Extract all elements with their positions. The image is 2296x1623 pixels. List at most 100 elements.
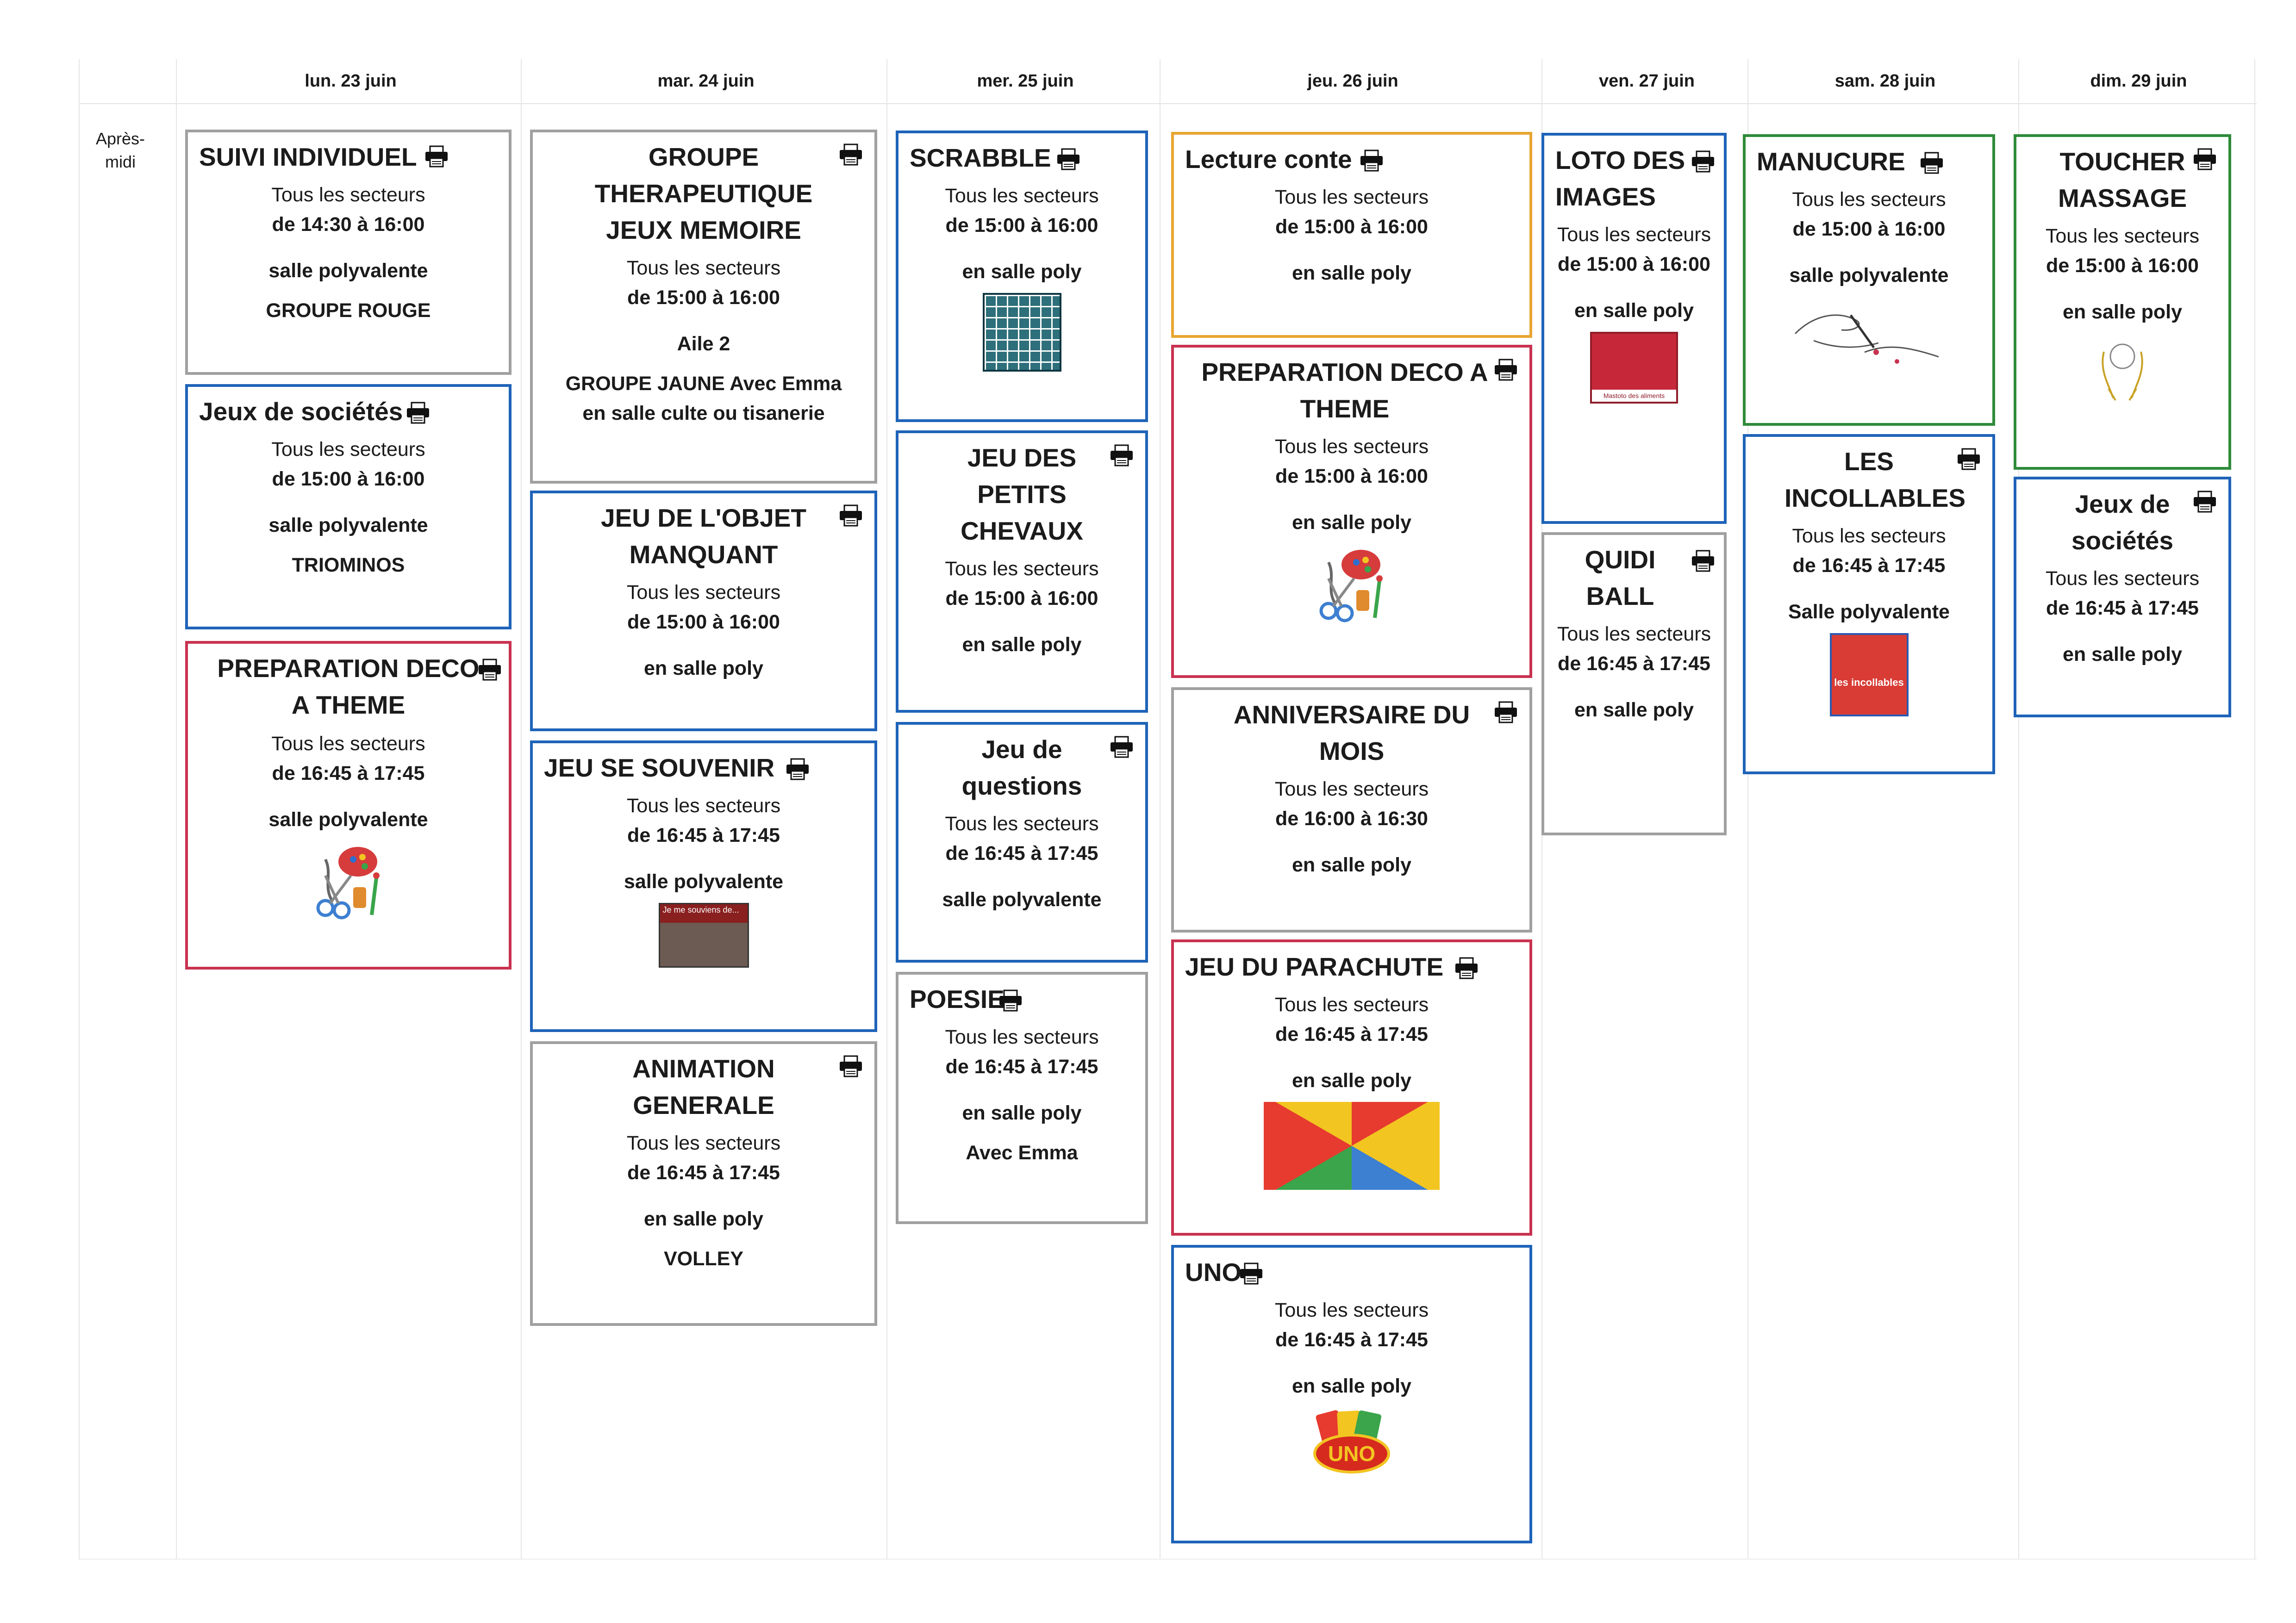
activity-card-loto-des-images[interactable]: LOTO DES IMAGES Tous les secteurs de 15:…: [1541, 133, 1727, 524]
card-time: de 15:00 à 16:00: [1275, 465, 1428, 487]
card-time: de 14:30 à 16:00: [272, 213, 425, 236]
crafts-clipart-icon: [307, 841, 390, 924]
card-title: JEU DU PARACHUTE: [1185, 952, 1444, 981]
card-time: de 16:45 à 17:45: [627, 1162, 780, 1184]
printer-icon[interactable]: [1919, 152, 1944, 174]
printer-icon[interactable]: [1359, 149, 1384, 172]
card-sectors: Tous les secteurs: [1792, 188, 1946, 211]
card-room: en salle poly: [962, 634, 1082, 656]
period-label: Après-midi: [95, 129, 145, 171]
printer-icon[interactable]: [406, 402, 430, 424]
activity-card-jeu-du-parachute[interactable]: JEU DU PARACHUTE Tous les secteurs de 16…: [1171, 939, 1532, 1236]
printer-icon[interactable]: [1956, 448, 1981, 470]
activity-card-suivi-individuel[interactable]: SUIVI INDIVIDUEL Tous les secteurs de 14…: [185, 130, 512, 375]
printer-icon[interactable]: [424, 145, 449, 168]
activity-card-manucure[interactable]: MANUCURE Tous les secteurs de 15:00 à 16…: [1743, 134, 1995, 426]
activity-card-uno[interactable]: UNO Tous les secteurs de 16:45 à 17:45 e…: [1171, 1245, 1532, 1543]
card-time: de 15:00 à 16:00: [1558, 253, 1710, 275]
activity-card-poesie[interactable]: POESIE Tous les secteurs de 16:45 à 17:4…: [896, 972, 1148, 1224]
printer-icon[interactable]: [477, 659, 502, 681]
activity-card-lecture-conte[interactable]: Lecture conte Tous les secteurs de 15:00…: [1171, 132, 1532, 338]
card-title: UNO: [1185, 1258, 1242, 1287]
grid-divider: [1747, 59, 1748, 1559]
card-sectors: Tous les secteurs: [2045, 225, 2200, 247]
card-sectors: Tous les secteurs: [1274, 778, 1429, 800]
card-time: de 15:00 à 16:00: [627, 286, 780, 309]
printer-icon[interactable]: [1691, 550, 1716, 572]
card-sectors: Tous les secteurs: [1792, 525, 1946, 547]
card-time: de 15:00 à 16:00: [1275, 216, 1428, 238]
scrabble-board-image: [982, 293, 1061, 372]
box-label: les incollables: [1834, 677, 1904, 688]
card-title: ANNIVERSAIRE DU MOIS: [1233, 700, 1470, 765]
grid-divider: [886, 59, 887, 1559]
activity-card-jeux-de-societes[interactable]: Jeux de sociétés Tous les secteurs de 15…: [185, 384, 512, 629]
printer-icon[interactable]: [1109, 736, 1134, 758]
grid-divider: [2254, 59, 2255, 1559]
activity-card-jeu-se-souvenir[interactable]: JEU SE SOUVENIR Tous les secteurs de 16:…: [530, 740, 877, 1032]
card-time: de 16:45 à 17:45: [945, 842, 1098, 864]
activity-card-preparation-deco-thu[interactable]: PREPARATION DECO A THEME Tous les secteu…: [1171, 345, 1532, 678]
card-time: de 16:45 à 17:45: [945, 1056, 1098, 1078]
grid-divider: [2018, 59, 2019, 1559]
activity-card-jeux-de-societes-sun[interactable]: Jeux de sociétés Tous les secteurs de 16…: [2014, 477, 2231, 717]
incollables-box-image: les incollables: [1829, 633, 1909, 716]
day-header-wed: mer. 25 juin: [977, 71, 1074, 91]
grid-divider: [79, 59, 80, 1559]
massage-hands-drawing-icon: [2102, 343, 2143, 401]
card-group: GROUPE ROUGE: [266, 299, 431, 322]
card-time: de 16:45 à 17:45: [1275, 1023, 1428, 1045]
card-title: JEU DE L'OBJET MANQUANT: [600, 504, 806, 569]
printer-icon[interactable]: [1454, 957, 1479, 979]
activity-card-animation-generale[interactable]: ANIMATION GENERALE Tous les secteurs de …: [530, 1041, 877, 1326]
activity-card-toucher-massage[interactable]: TOUCHER MASSAGE Tous les secteurs de 15:…: [2014, 134, 2231, 470]
card-room: en salle poly: [1574, 299, 1694, 322]
activity-card-anniversaire[interactable]: ANNIVERSAIRE DU MOIS Tous les secteurs d…: [1171, 687, 1532, 933]
activity-card-scrabble[interactable]: SCRABBLE Tous les secteurs de 15:00 à 16…: [896, 131, 1148, 422]
printer-icon[interactable]: [1691, 150, 1716, 173]
card-room: en salle poly: [1292, 262, 1412, 284]
card-time: de 15:00 à 16:00: [1792, 218, 1946, 240]
card-sectors: Tous les secteurs: [945, 558, 1099, 580]
printer-icon[interactable]: [1056, 148, 1081, 170]
printer-icon[interactable]: [998, 989, 1023, 1012]
activity-card-groupe-therapeutique[interactable]: GROUPE THERAPEUTIQUE JEUX MEMOIRE Tous l…: [530, 130, 877, 484]
printer-icon[interactable]: [838, 143, 863, 166]
card-time: de 15:00 à 16:00: [627, 611, 780, 633]
card-time: de 15:00 à 16:00: [2046, 255, 2199, 277]
card-sectors: Tous les secteurs: [626, 257, 781, 279]
printer-icon[interactable]: [1493, 701, 1518, 723]
box-label: Mastoto des aliments: [1592, 390, 1676, 402]
printer-icon[interactable]: [1493, 359, 1518, 381]
card-time: de 16:45 à 17:45: [627, 824, 780, 846]
card-room: en salle poly: [2062, 301, 2183, 323]
activity-card-objet-manquant[interactable]: JEU DE L'OBJET MANQUANT Tous les secteur…: [530, 491, 877, 731]
printer-icon[interactable]: [2192, 491, 2217, 513]
card-sectors: Tous les secteurs: [271, 733, 425, 755]
card-title: POESIE: [910, 985, 1004, 1014]
card-room: salle polyvalente: [624, 871, 784, 893]
activity-card-preparation-deco[interactable]: PREPARATION DECO A THEME Tous les secteu…: [185, 641, 512, 970]
card-room: en salle poly: [962, 261, 1082, 283]
card-room: en salle poly: [1574, 699, 1694, 721]
printer-icon[interactable]: [838, 1055, 863, 1077]
activity-card-les-incollables[interactable]: LES INCOLLABLES Tous les secteurs de 16:…: [1743, 434, 1995, 774]
card-time: de 16:45 à 17:45: [2046, 597, 2199, 619]
card-room: en salle poly: [1292, 854, 1412, 876]
loto-box-image: Mastoto des aliments: [1590, 332, 1678, 404]
je-me-souviens-box-image: Je me souviens de...: [658, 903, 749, 968]
printer-icon[interactable]: [1239, 1262, 1264, 1285]
printer-icon[interactable]: [2192, 148, 2217, 170]
activity-card-petits-chevaux[interactable]: JEU DES PETITS CHEVAUX Tous les secteurs…: [896, 430, 1148, 713]
printer-icon[interactable]: [1109, 444, 1134, 466]
printer-icon[interactable]: [785, 758, 810, 780]
card-room: en salle poly: [2062, 643, 2183, 665]
card-time: de 16:45 à 17:45: [1558, 653, 1710, 675]
printer-icon[interactable]: [838, 504, 863, 527]
activity-card-quidi-ball[interactable]: QUIDI BALL Tous les secteurs de 16:45 à …: [1541, 532, 1727, 835]
card-title: SCRABBLE: [910, 143, 1051, 172]
card-sectors: Tous les secteurs: [626, 1132, 781, 1154]
card-time: de 16:45 à 17:45: [1792, 554, 1946, 577]
activity-card-jeu-de-questions[interactable]: Jeu de questions Tous les secteurs de 16…: [896, 722, 1148, 963]
card-title: JEU DES PETITS CHEVAUX: [961, 443, 1083, 545]
